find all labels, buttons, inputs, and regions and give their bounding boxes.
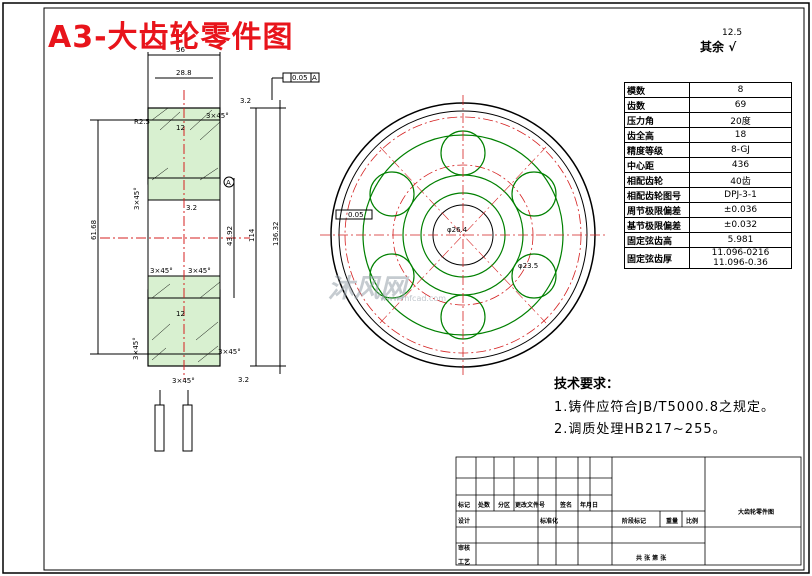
chamfer-bottom: 3×45° xyxy=(218,348,241,356)
roughness-symbol-icon: √ xyxy=(728,40,737,54)
roughness-3-2-top: 3.2 xyxy=(240,97,251,105)
dim-hole-dia: φ26.4 xyxy=(447,226,468,234)
param-row: 基节极限偏差±0.032 xyxy=(624,217,792,233)
dim-12-bottom: 12 xyxy=(176,310,185,318)
tech-line-2: 2.调质处理HB217~255。 xyxy=(554,422,727,437)
tb-standard: 标准化 xyxy=(540,518,559,525)
dim-43-92: 43.92 xyxy=(226,226,234,246)
param-value: 5.981 xyxy=(689,232,792,248)
roughness-label: 其余 xyxy=(700,40,725,54)
param-key: 基节极限偏差 xyxy=(624,217,690,233)
chamfer-left: 3×45° xyxy=(133,187,141,210)
title-block: 标记 处数 分区 更改文件号 签名 年月日 设计 标准化 审核 工艺 阶段标记 … xyxy=(456,457,801,566)
param-key: 固定弦齿厚 xyxy=(624,247,690,269)
roughness-note: 其余 12.5 √ xyxy=(700,28,742,55)
param-key: 周节极限偏差 xyxy=(624,202,690,218)
tol-value: 0.05 xyxy=(292,74,308,82)
dim-hole-small: φ23.5 xyxy=(518,262,538,270)
param-value: DPJ-3-1 xyxy=(689,187,792,203)
tb-sign: 签名 xyxy=(560,502,573,509)
title-block-grid xyxy=(455,456,802,566)
roughness-value: 12.5 xyxy=(722,28,743,38)
radius-label: R2.5 xyxy=(134,118,150,126)
dim-12-top: 12 xyxy=(176,124,185,132)
param-row: 周节极限偏差±0.036 xyxy=(624,202,792,218)
param-key: 齿数 xyxy=(624,97,690,113)
tol-datum: A xyxy=(312,74,317,82)
section-view xyxy=(90,52,320,452)
dim-136-32: 136.32 xyxy=(272,222,280,247)
dim-36: 36 xyxy=(176,46,185,54)
chamfer-mid-1: 3×45° xyxy=(150,267,173,275)
param-key: 精度等级 xyxy=(624,142,690,158)
dim-61-68: 61.68 xyxy=(90,220,98,240)
param-value: 436 xyxy=(689,157,792,173)
tb-process: 工艺 xyxy=(458,559,471,566)
dim-28-8: 28.8 xyxy=(176,69,192,77)
param-value: ±0.032 xyxy=(689,217,792,233)
tb-weight: 重量 xyxy=(666,518,679,525)
tb-mark: 标记 xyxy=(458,502,471,509)
tb-design: 设计 xyxy=(458,518,471,525)
tb-zone: 分区 xyxy=(498,502,511,509)
chamfer-base: 3×45° xyxy=(172,377,195,385)
chamfer-top: 3×45° xyxy=(206,112,229,120)
roughness-3-2-mid: 3.2 xyxy=(186,204,197,212)
tb-review: 审核 xyxy=(458,545,471,552)
param-value: ±0.036 xyxy=(689,202,792,218)
front-tol: 0.05 xyxy=(348,211,364,219)
tb-stage: 阶段标记 xyxy=(622,518,647,525)
front-view xyxy=(320,95,606,375)
param-value: 8-GJ xyxy=(689,142,792,158)
param-value: 11.096-0216 xyxy=(711,248,770,258)
tb-sheets: 共 张 第 张 xyxy=(636,555,667,562)
tb-drawing-name: 大齿轮零件图 xyxy=(738,509,775,516)
param-key: 中心距 xyxy=(624,157,690,173)
roughness-3-2-bottom: 3.2 xyxy=(238,376,249,384)
tb-change-doc: 更改文件号 xyxy=(515,502,546,509)
dim-114: 114 xyxy=(248,228,256,242)
param-value-2: 11.096-0.36 xyxy=(713,258,768,268)
inner-border xyxy=(43,7,805,571)
param-value: 69 xyxy=(689,97,792,113)
param-key: 齿全高 xyxy=(624,127,690,143)
param-value: 40齿 xyxy=(689,172,792,188)
param-key: 压力角 xyxy=(624,112,690,128)
param-value: 8 xyxy=(689,82,792,98)
param-key: 相配齿轮图号 xyxy=(624,187,690,203)
param-value: 20度 xyxy=(689,112,792,128)
param-key: 模数 xyxy=(624,82,690,98)
technical-requirements: 技术要求： 1.铸件应符合JB/T5000.8之规定。 2.调质处理HB217~… xyxy=(554,373,775,440)
param-value: 18 xyxy=(689,127,792,143)
drawing-title: A3-大齿轮零件图 xyxy=(48,20,294,55)
datum-a: A xyxy=(226,179,231,187)
watermark-url: www.mfcad.com xyxy=(380,294,447,303)
tb-scale: 比例 xyxy=(686,518,699,525)
chamfer-left-bottom: 3×45° xyxy=(132,337,140,360)
tech-heading: 技术要求： xyxy=(554,377,620,392)
param-key: 固定弦齿高 xyxy=(624,232,690,248)
tb-count: 处数 xyxy=(478,502,491,509)
watermark-logo: 沐风网 xyxy=(328,274,407,304)
tb-date: 年月日 xyxy=(580,502,599,509)
param-key: 相配齿轮 xyxy=(624,172,690,188)
tech-line-1: 1.铸件应符合JB/T5000.8之规定。 xyxy=(554,400,775,415)
chamfer-mid-2: 3×45° xyxy=(188,267,211,275)
